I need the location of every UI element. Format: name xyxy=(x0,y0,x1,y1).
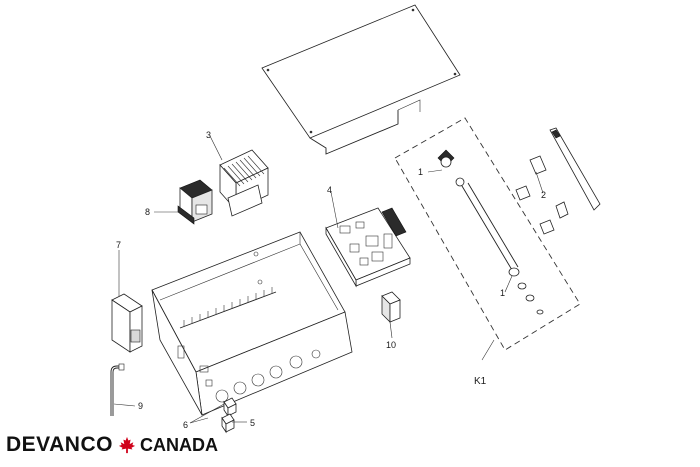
brand-region: CANADA xyxy=(139,434,218,455)
callout-labels: 1 1 2 3 4 5 6 7 8 9 10 K1 xyxy=(116,130,546,430)
callout-6: 6 xyxy=(183,420,188,430)
leader-lines xyxy=(113,135,544,424)
cover-plate xyxy=(261,4,461,155)
cable xyxy=(110,363,125,416)
terminal-block xyxy=(219,149,269,217)
callout-9: 9 xyxy=(138,401,143,411)
kit-k1-boundary xyxy=(394,117,581,351)
brand-name: DEVANCO xyxy=(6,433,113,456)
callout-5: 5 xyxy=(250,418,255,428)
maple-leaf-icon xyxy=(118,436,136,454)
junction-box xyxy=(111,293,143,353)
callout-1b: 1 xyxy=(500,288,505,298)
callout-8: 8 xyxy=(145,207,150,217)
callout-1a: 1 xyxy=(418,167,423,177)
control-board xyxy=(325,207,411,288)
relays xyxy=(221,397,237,434)
transformer xyxy=(177,179,213,225)
callout-10: 10 xyxy=(386,340,396,350)
limit-switch-parts xyxy=(515,127,601,235)
main-enclosure xyxy=(151,231,353,416)
callout-2: 2 xyxy=(541,190,546,200)
shaft-assembly xyxy=(437,149,544,315)
callout-k1: K1 xyxy=(474,376,487,387)
relay-10 xyxy=(381,291,401,323)
callout-7: 7 xyxy=(116,240,121,250)
brand-logo: DEVANCO CANADA xyxy=(6,433,218,457)
callout-4: 4 xyxy=(327,185,332,195)
callout-3: 3 xyxy=(206,130,211,140)
